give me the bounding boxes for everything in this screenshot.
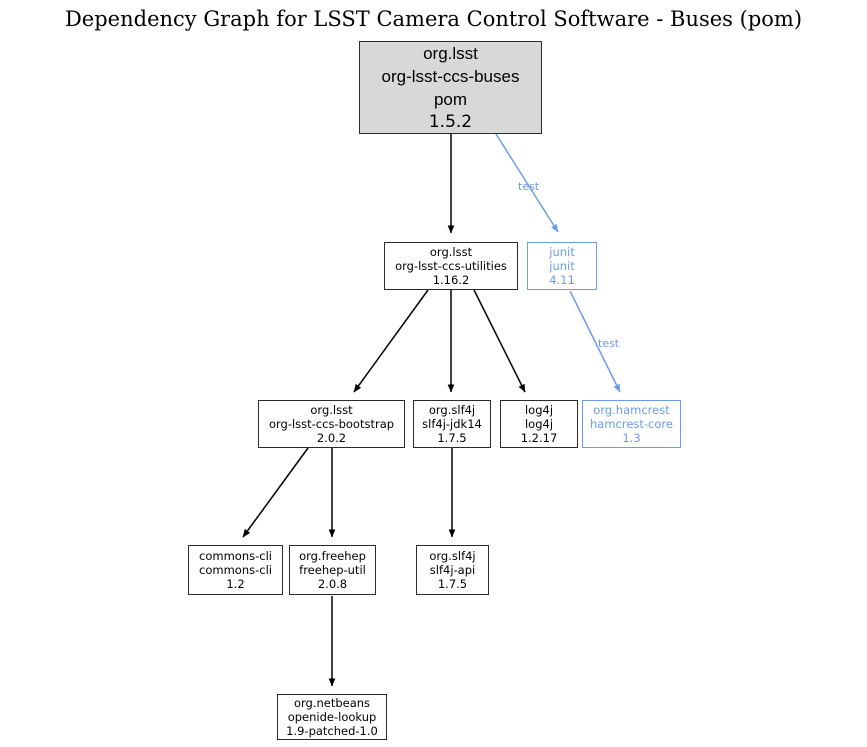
node-slf4j-api[interactable]: org.slf4j slf4j-api 1.7.5 xyxy=(416,545,489,595)
node-version: 1.9-patched-1.0 xyxy=(286,724,378,739)
edge-label-root-to-junit: test xyxy=(518,180,540,193)
node-artifact: freehep-util xyxy=(299,562,366,577)
node-commons-cli[interactable]: commons-cli commons-cli 1.2 xyxy=(188,545,283,595)
node-group: org.lsst xyxy=(429,244,473,259)
node-group: org.hamcrest xyxy=(593,402,670,417)
node-openide-lookup[interactable]: org.netbeans openide-lookup 1.9-patched-… xyxy=(277,694,387,740)
node-version: 1.7.5 xyxy=(437,577,468,592)
node-artifact: hamcrest-core xyxy=(590,416,673,431)
node-artifact: log4j xyxy=(524,416,554,431)
node-log4j[interactable]: log4j log4j 1.2.17 xyxy=(500,400,578,448)
node-org-lsst-ccs-buses[interactable]: org.lsst org-lsst-ccs-buses pom 1.5.2 xyxy=(359,41,542,134)
node-artifact: slf4j-api xyxy=(429,562,476,577)
node-version: 1.2 xyxy=(226,577,245,592)
node-artifact: org-lsst-ccs-utilities xyxy=(395,258,507,273)
node-artifact: openide-lookup xyxy=(287,709,377,724)
node-version: 1.3 xyxy=(622,431,641,446)
edge-bootstrap-to-commons-cli xyxy=(242,447,309,538)
node-slf4j-jdk14[interactable]: org.slf4j slf4j-jdk14 1.7.5 xyxy=(413,400,491,448)
node-org-lsst-ccs-bootstrap[interactable]: org.lsst org-lsst-ccs-bootstrap 2.0.2 xyxy=(258,400,405,448)
node-artifact: org-lsst-ccs-bootstrap xyxy=(268,416,395,431)
node-hamcrest-core[interactable]: org.hamcrest hamcrest-core 1.3 xyxy=(582,400,681,448)
edge-label-junit-to-hamcrest: test xyxy=(598,337,620,350)
node-group: org.netbeans xyxy=(293,695,371,710)
node-group: org.freehep xyxy=(299,548,366,563)
node-artifact: org-lsst-ccs-buses xyxy=(381,66,520,86)
node-org-lsst-ccs-utilities[interactable]: org.lsst org-lsst-ccs-utilities 1.16.2 xyxy=(384,242,518,290)
node-group: commons-cli xyxy=(199,548,272,563)
node-version: 2.0.2 xyxy=(316,431,347,446)
page-title: Dependency Graph for LSST Camera Control… xyxy=(64,7,803,31)
node-artifact: junit xyxy=(549,258,575,273)
node-group: log4j xyxy=(524,402,554,417)
node-junit[interactable]: junit junit 4.11 xyxy=(527,242,597,290)
node-group: org.slf4j xyxy=(429,548,476,563)
edge-utilities-to-log4j xyxy=(473,289,526,393)
node-version: 4.11 xyxy=(549,273,575,288)
node-packaging: pom xyxy=(433,89,468,109)
node-artifact: commons-cli xyxy=(199,562,272,577)
node-group: org.lsst xyxy=(423,43,478,63)
node-version: 1.16.2 xyxy=(432,273,470,288)
node-version: 1.7.5 xyxy=(437,431,467,446)
edge-utilities-to-bootstrap xyxy=(353,289,429,393)
node-version: 2.0.8 xyxy=(317,577,348,592)
node-freehep-util[interactable]: org.freehep freehep-util 2.0.8 xyxy=(289,545,376,595)
node-version: 1.2.17 xyxy=(520,431,558,446)
node-version: 1.5.2 xyxy=(428,111,473,132)
node-artifact: slf4j-jdk14 xyxy=(422,416,482,431)
node-group: junit xyxy=(549,244,575,259)
node-group: org.lsst xyxy=(310,402,353,417)
node-group: org.slf4j xyxy=(428,402,476,417)
